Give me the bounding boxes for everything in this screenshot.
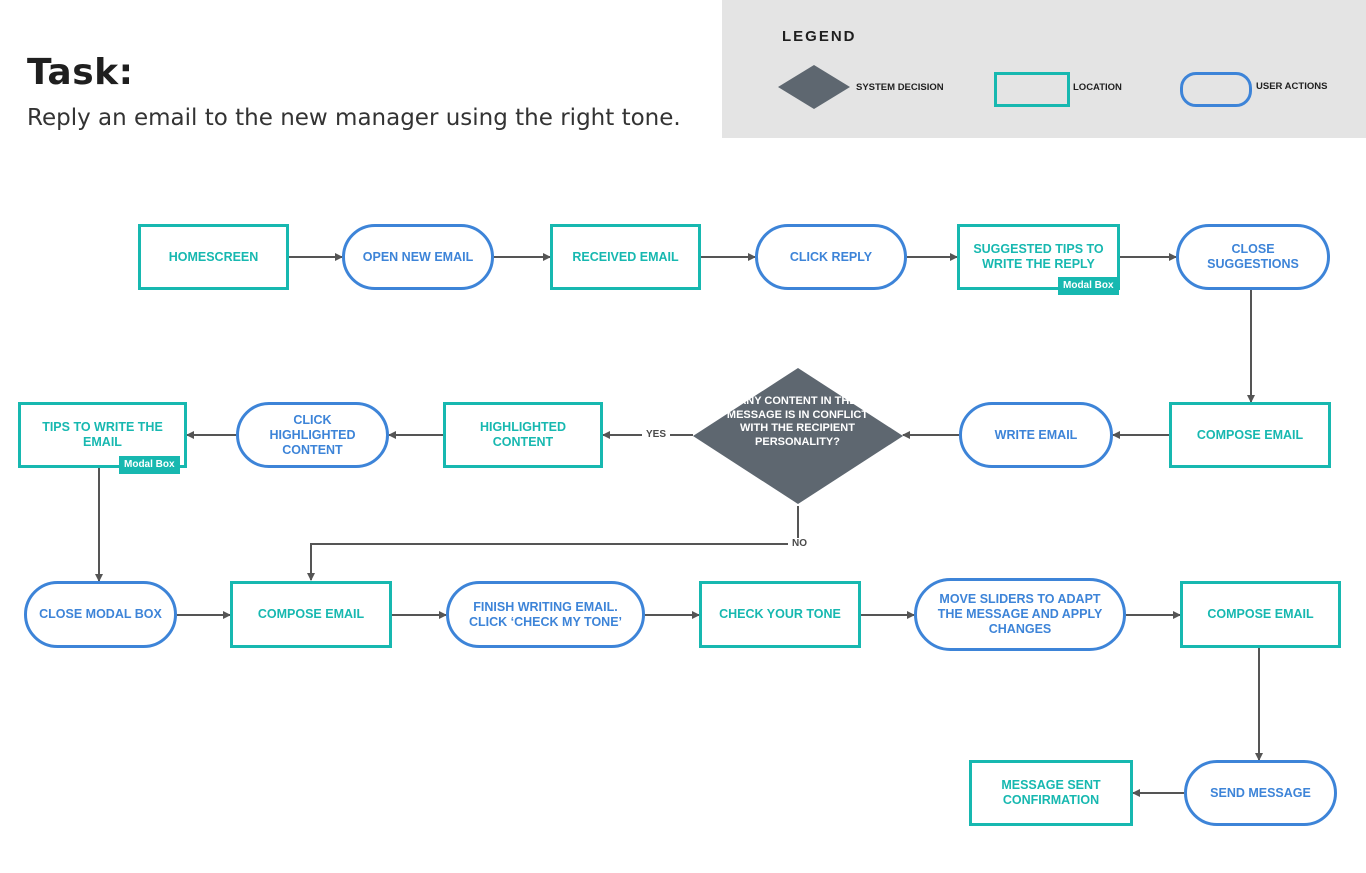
- task-title: Task:: [27, 52, 134, 93]
- node-move-sliders: MOVE SLIDERS TO ADAPT THE MESSAGE AND AP…: [914, 578, 1126, 651]
- node-finish-writing: FINISH WRITING EMAIL. CLICK ‘CHECK MY TO…: [446, 581, 645, 648]
- decision-diamond: [693, 368, 903, 504]
- node-compose-email-3: COMPOSE EMAIL: [1180, 581, 1341, 648]
- node-tips-to-write: TIPS TO WRITE THE EMAIL: [18, 402, 187, 468]
- arrow-decision-no-to-compose: [307, 506, 799, 581]
- node-check-your-tone: CHECK YOUR TONE: [699, 581, 861, 648]
- node-close-suggestions: CLOSE SUGGESTIONS: [1176, 224, 1330, 290]
- node-write-email: WRITE EMAIL: [959, 402, 1113, 468]
- modal-box-badge: Modal Box: [1058, 277, 1119, 295]
- no-label: NO: [788, 538, 811, 549]
- legend-location-label: LOCATION: [1073, 82, 1122, 93]
- legend-panel: LEGEND SYSTEM DECISION LOCATION USER ACT…: [722, 0, 1366, 138]
- node-click-highlighted-content: CLICK HIGHLIGHTED CONTENT: [236, 402, 389, 468]
- yes-label: YES: [642, 429, 671, 440]
- legend-decision-swatch: [778, 65, 850, 109]
- decision-question: ANY CONTENT IN THE MESSAGE IS IN CONFLIC…: [726, 395, 869, 448]
- node-highlighted-content: HIGHLIGHTED CONTENT: [443, 402, 603, 468]
- node-compose-email-1: COMPOSE EMAIL: [1169, 402, 1331, 468]
- legend-location-swatch: [994, 72, 1070, 107]
- node-open-new-email: OPEN NEW EMAIL: [342, 224, 494, 290]
- task-description: Reply an email to the new manager using …: [27, 105, 681, 131]
- legend-user-actions-label: USER ACTIONS: [1256, 81, 1328, 92]
- node-close-modal-box: CLOSE MODAL BOX: [24, 581, 177, 648]
- modal-box-badge: Modal Box: [119, 456, 180, 474]
- node-compose-email-2: COMPOSE EMAIL: [230, 581, 392, 648]
- legend-system-decision-label: SYSTEM DECISION: [856, 82, 944, 93]
- legend-user-actions-swatch: [1180, 72, 1252, 107]
- node-homescreen: HOMESCREEN: [138, 224, 289, 290]
- node-send-message: SEND MESSAGE: [1184, 760, 1337, 826]
- node-received-email: RECEIVED EMAIL: [550, 224, 701, 290]
- legend-title: LEGEND: [782, 28, 857, 45]
- node-click-reply: CLICK REPLY: [755, 224, 907, 290]
- node-message-sent-confirmation: MESSAGE SENT CONFIRMATION: [969, 760, 1133, 826]
